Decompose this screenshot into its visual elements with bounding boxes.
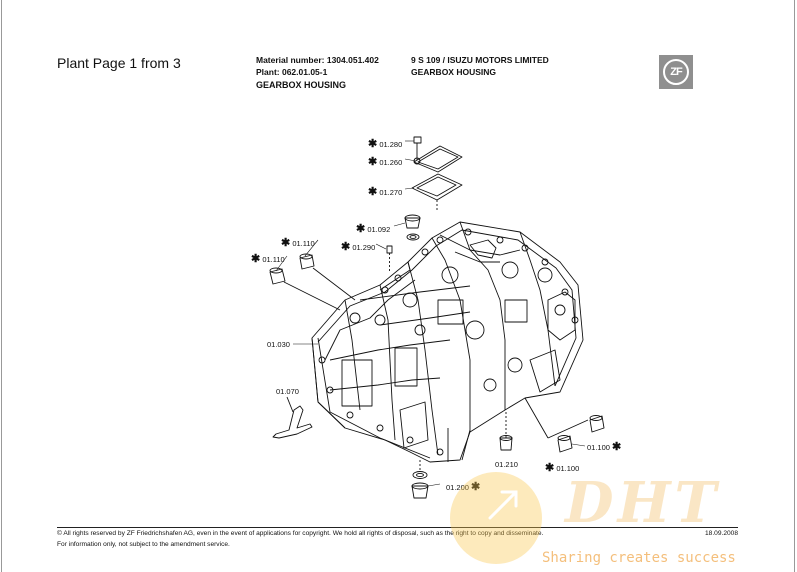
plant-page-label: Plant Page 1 from 3 bbox=[57, 55, 181, 71]
drain-plug-parts bbox=[411, 397, 605, 499]
housing-title-left: GEARBOX HOUSING bbox=[256, 80, 347, 90]
callout-01-030: 01.030 bbox=[267, 340, 290, 349]
footer-copyright: © All rights reserved by ZF Friedrichsha… bbox=[57, 530, 544, 537]
callout-01-110-lower: ✱ 01.110 bbox=[251, 253, 285, 265]
callout-01-100-right: 01.100 ✱ bbox=[587, 441, 622, 453]
zf-logo: ZF bbox=[659, 55, 693, 89]
housing-title-right: GEARBOX HOUSING bbox=[411, 67, 497, 77]
watermark-tagline: Sharing creates success bbox=[542, 550, 736, 566]
model-title: 9 S 109 / ISUZU MOTORS LIMITED bbox=[411, 55, 549, 65]
watermark-arrow-icon bbox=[488, 490, 518, 520]
page-border-right bbox=[794, 0, 795, 572]
zf-logo-text: ZF bbox=[663, 59, 689, 85]
material-number: Material number: 1304.051.402 bbox=[256, 55, 379, 65]
footer-divider bbox=[57, 527, 738, 528]
callout-01-092: ✱ 01.092 bbox=[356, 223, 391, 235]
watermark-circle bbox=[450, 472, 542, 564]
callout-01-270: ✱ 01.270 bbox=[368, 186, 403, 198]
callout-01-100-lower: ✱ 01.100 bbox=[545, 462, 580, 474]
callout-01-110-upper: ✱ 01.110 bbox=[281, 237, 315, 249]
page-border-left bbox=[1, 0, 2, 572]
plant-number: Plant: 062.01.05-1 bbox=[256, 67, 328, 77]
callout-01-200: 01.200 ✱ bbox=[446, 481, 481, 493]
footer-info: For information only, not subject to the… bbox=[57, 541, 230, 548]
left-plug-parts bbox=[269, 253, 356, 311]
callout-01-280: ✱ 01.280 bbox=[368, 138, 403, 150]
footer-date: 18.09.2008 bbox=[705, 530, 739, 537]
callout-01-260: ✱ 01.260 bbox=[368, 156, 403, 168]
callout-01-210: 01.210 bbox=[495, 460, 518, 469]
callout-01-290: ✱ 01.290 bbox=[341, 241, 376, 253]
gearbox-housing-drawing bbox=[311, 221, 584, 463]
watermark-logo: DHT bbox=[565, 470, 721, 536]
cover-plate-parts bbox=[411, 136, 463, 212]
callout-leader-lines bbox=[275, 140, 586, 487]
screw-plug-parts bbox=[386, 214, 421, 272]
breather-pipe-part bbox=[272, 396, 313, 439]
callout-01-070: 01.070 bbox=[276, 387, 299, 396]
